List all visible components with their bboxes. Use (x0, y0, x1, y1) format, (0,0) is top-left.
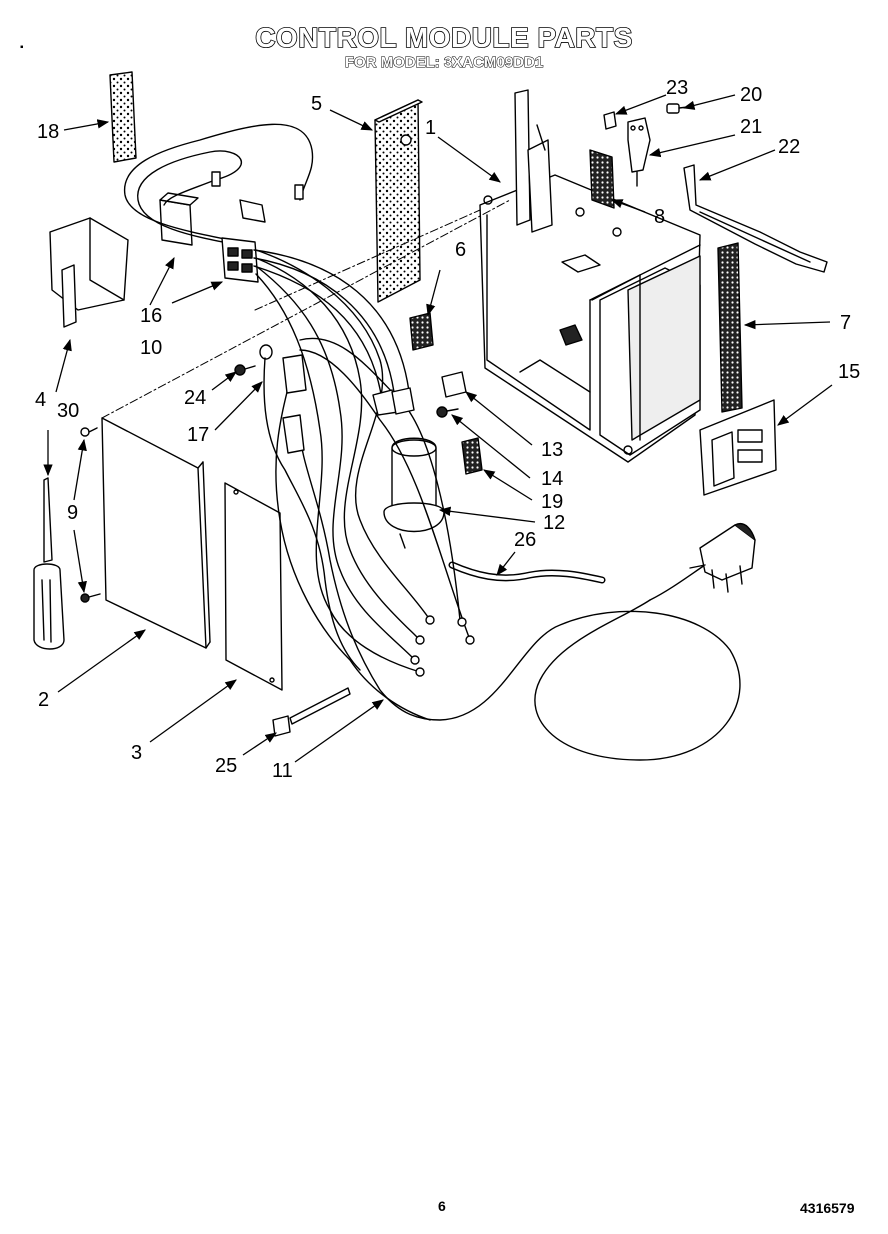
callout-16: 16 (140, 305, 163, 327)
part-14-screw (436, 406, 459, 418)
callout-20: 20 (740, 84, 763, 106)
page-number: 6 (438, 1198, 446, 1214)
page-title: CONTROL MODULE PARTS (254, 21, 633, 54)
part-13-clip (441, 371, 467, 398)
callout-10: 10 (140, 337, 163, 359)
part-15-label-plate (699, 399, 777, 496)
part-1-control-box (479, 89, 701, 463)
callout-25: 25 (215, 755, 238, 777)
part-22-long-bracket (683, 164, 828, 273)
part-4-cover (49, 217, 129, 328)
model-subtitle: FOR MODEL: 3XACM09DD1 (344, 54, 544, 72)
callout-leaders (43, 94, 833, 763)
callout-18: 18 (37, 121, 60, 143)
part-30-screwdriver (33, 477, 65, 650)
part-19-block (461, 437, 483, 475)
wire-harness-upper (124, 123, 314, 246)
callout-5: 5 (311, 93, 323, 115)
callout-19: 19 (541, 491, 564, 513)
part-7-terminal-strip (717, 242, 743, 413)
callout-30: 30 (57, 400, 80, 422)
part-20-screw (666, 103, 689, 114)
callout-14: 14 (541, 468, 564, 490)
part-6-small-pad (409, 312, 434, 351)
callout-13: 13 (541, 439, 564, 461)
callout-3: 3 (131, 742, 143, 764)
part-26-tube (448, 561, 606, 584)
corner-mark: ▪ (20, 42, 24, 53)
callout-24: 24 (184, 387, 207, 409)
callout-21: 21 (740, 116, 763, 138)
part-21-bracket (627, 117, 651, 187)
callout-11: 11 (272, 760, 293, 782)
power-plug (689, 523, 756, 593)
callout-12: 12 (543, 512, 566, 534)
part-25-tie-head (272, 715, 291, 737)
part-3-circuit-panel (224, 482, 283, 691)
callout-2: 2 (38, 689, 50, 711)
callout-15: 15 (838, 361, 861, 383)
part-5-mounting-plate (374, 99, 423, 303)
callout-7: 7 (840, 312, 852, 334)
part-10-terminal-block (221, 237, 259, 283)
wire-harness-lower (253, 249, 741, 761)
callout-22: 22 (778, 136, 801, 158)
part-17-ring (259, 344, 273, 360)
part-16-connector (159, 192, 199, 246)
part-2-panel (101, 417, 211, 649)
callout-8: 8 (654, 206, 666, 228)
callout-23: 23 (666, 77, 689, 99)
part-18-insulation-pad (109, 71, 137, 163)
callout-9: 9 (67, 502, 79, 524)
callout-6: 6 (455, 239, 467, 261)
callout-26: 26 (514, 529, 537, 551)
document-number: 4316579 (800, 1200, 855, 1216)
callout-17: 17 (187, 424, 210, 446)
callout-1: 1 (425, 117, 437, 139)
part-11-cable-tie (289, 687, 351, 725)
part-23-clip (603, 111, 617, 130)
part-9-screws (80, 427, 101, 603)
part-24-screw (234, 364, 256, 376)
callout-4: 4 (35, 389, 47, 411)
part-8-vent-pad (589, 149, 615, 209)
part-12-capacitor (383, 437, 445, 549)
